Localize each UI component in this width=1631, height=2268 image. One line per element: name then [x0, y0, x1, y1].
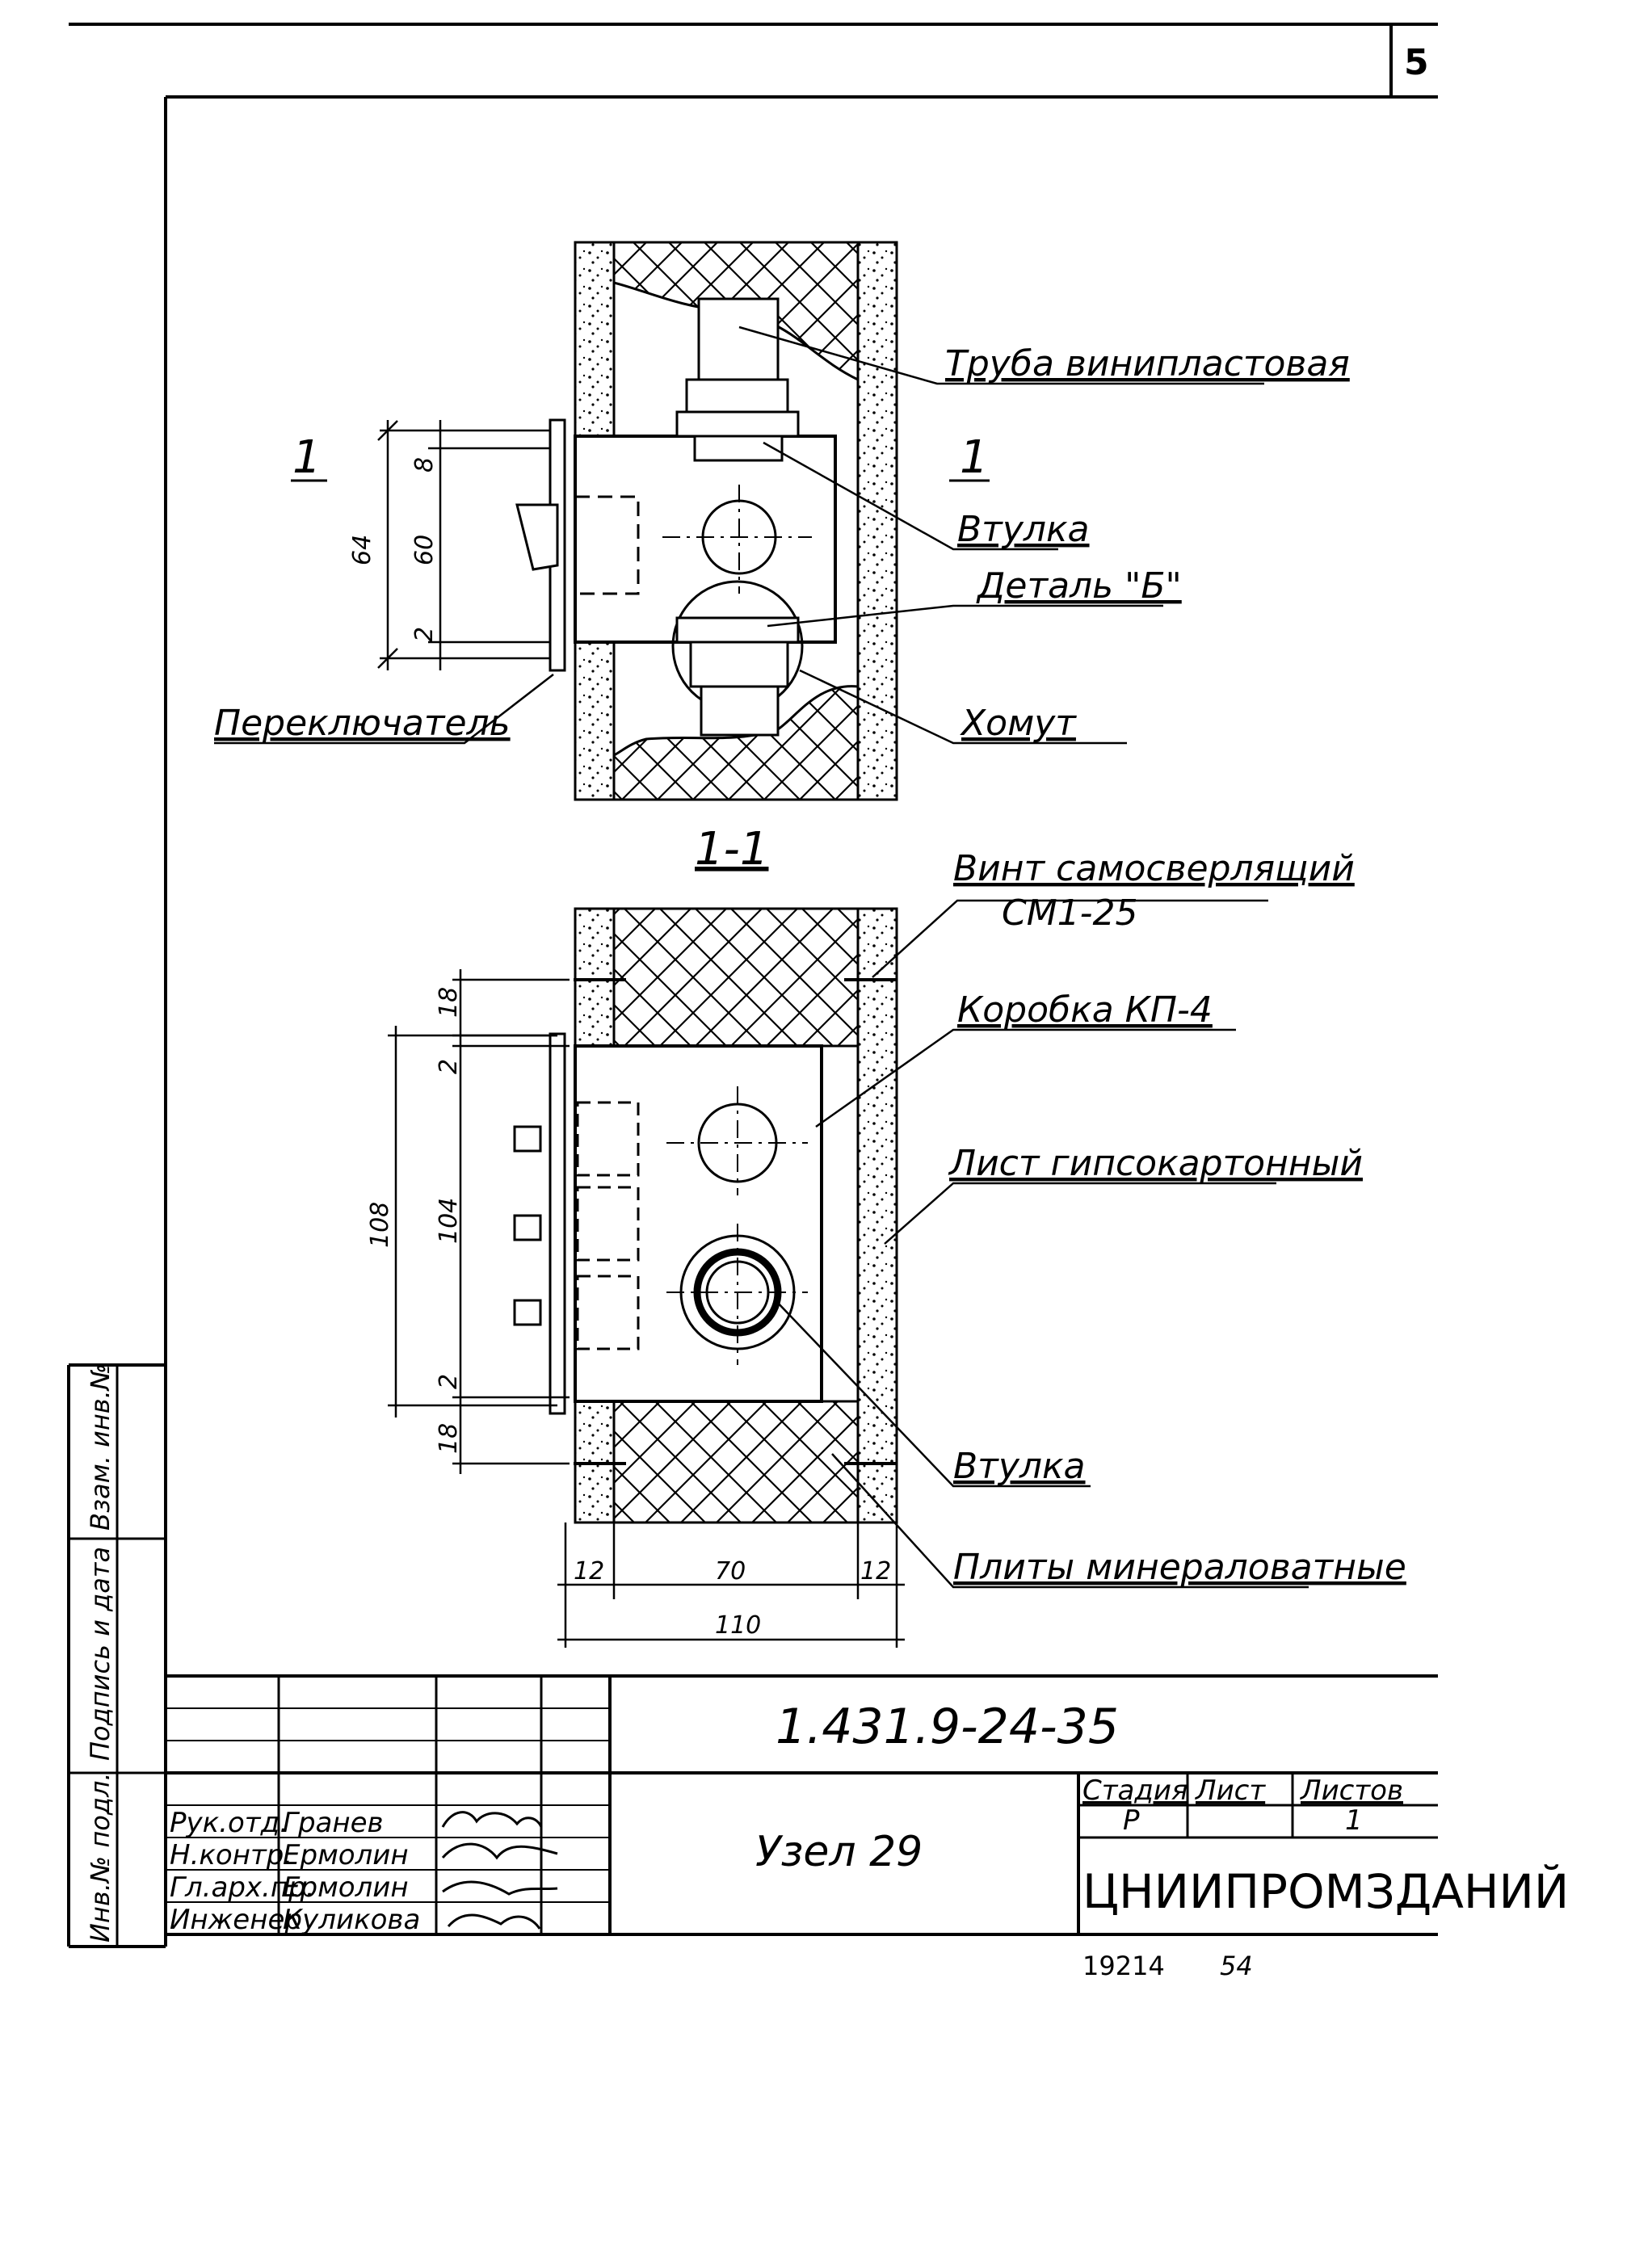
sec-dim-left-sheet: 12: [574, 1557, 604, 1586]
top-dim-overall: 64: [348, 535, 376, 565]
top-dim-bottom: 2: [410, 627, 439, 642]
sec-dim-overall: 108: [366, 1202, 394, 1248]
label-mineral: Плиты минераловатные: [953, 1547, 1406, 1588]
section-title: 1-1: [695, 823, 768, 876]
bushing-lower-nut: [689, 640, 789, 688]
signatures: [441, 1811, 558, 1930]
document-code: 1.431.9-24-35: [776, 1699, 1119, 1755]
label-detail-b: Деталь "Б": [976, 565, 1182, 607]
staff-name: Гранев: [283, 1807, 384, 1839]
label-bushing-top: Втулка: [957, 509, 1090, 550]
sec-dim-bottom-small: 2: [435, 1374, 463, 1389]
staff-role: Инженер: [170, 1904, 302, 1936]
label-bushing-section: Втулка: [953, 1446, 1086, 1487]
bushing-upper-nut: [685, 378, 789, 414]
node-title: Узел 29: [755, 1828, 923, 1876]
sec-dim-right-sheet: 12: [860, 1557, 891, 1586]
sec-right-gypsum: [856, 907, 898, 1524]
staff-role: Гл.арх.пр.: [170, 1871, 314, 1904]
sheet-frame: [69, 23, 1438, 1947]
organization: ЦНИИПРОМЗДАНИЙ: [1082, 1863, 1569, 1919]
section-marker-right: 1: [960, 431, 989, 484]
bottom-number-page: 54: [1220, 1951, 1253, 1981]
box-kp4: [574, 1044, 823, 1403]
label-box: Коробка КП-4: [957, 989, 1213, 1031]
sec-dim-top-small: 2: [435, 1059, 463, 1074]
switch-keys: [513, 1101, 640, 1350]
top-dim-middle: 60: [410, 535, 439, 565]
section-view: [513, 907, 898, 1524]
bushing-upper-flange: [675, 410, 800, 438]
label-gypsum: Лист гипсокартонный: [948, 1143, 1363, 1184]
label-screw-type: СМ1-25: [1002, 892, 1138, 934]
bushing-lower-flange: [675, 616, 800, 644]
sec-dim-inner: 104: [435, 1198, 463, 1244]
section-leaders: [775, 899, 1309, 1589]
sec-mineral-top: [612, 907, 860, 1048]
switch-lever: [515, 503, 559, 571]
section-marker-left: 1: [292, 431, 322, 484]
label-screw: Винт самосверлящий: [953, 848, 1355, 889]
staff-name: Куликова: [283, 1904, 420, 1936]
sheets-header: Листов: [1299, 1774, 1403, 1807]
top-dimensions: [377, 420, 549, 670]
staff-role: Рук.отд.: [170, 1807, 288, 1839]
stamp-signature-date: Подпись и дата: [85, 1547, 116, 1761]
title-block: [67, 1363, 1438, 1948]
sheet-value: 1: [1345, 1804, 1363, 1837]
staff-role: Н.контр.: [170, 1839, 292, 1871]
label-pipe: Труба винипластовая: [945, 343, 1350, 384]
junction-box-top: [574, 435, 837, 644]
label-clamp: Хомут: [960, 703, 1077, 744]
switch-plate-section: [549, 1032, 566, 1415]
top-right-gypsum: [856, 241, 898, 801]
sec-dim-top-gap: 18: [435, 987, 463, 1018]
stage-header: Стадия: [1082, 1774, 1188, 1807]
bottom-number-archive: 19214: [1082, 1951, 1165, 1981]
sheet-number: 5: [1404, 42, 1429, 83]
sheet-header: Лист: [1194, 1774, 1266, 1807]
sec-dim-total: 110: [715, 1611, 761, 1640]
stamp-inv-number: Инв.№ подл.: [85, 1772, 116, 1942]
stage-value: Р: [1123, 1804, 1140, 1837]
label-switch: Переключатель: [214, 703, 511, 744]
sec-dim-bottom-gap: 18: [435, 1423, 463, 1454]
pipe-lower: [700, 685, 780, 737]
top-view: [515, 241, 898, 801]
bushing-upper-body: [693, 435, 784, 462]
top-dim-top: 8: [410, 457, 439, 472]
sec-mineral-bottom: [612, 1400, 860, 1524]
switch-mech: [574, 495, 640, 595]
top-mineral-lower: [612, 685, 860, 801]
screws: [574, 978, 897, 1465]
staff-name: Ермолин: [283, 1871, 409, 1904]
sec-dim-middle: 70: [715, 1557, 746, 1586]
top-leaders: [214, 326, 1264, 745]
section-dimensions: [388, 969, 905, 1648]
staff-name: Ермолин: [283, 1839, 409, 1871]
stamp-replaced-inv: Взам. инв.№: [85, 1363, 116, 1531]
